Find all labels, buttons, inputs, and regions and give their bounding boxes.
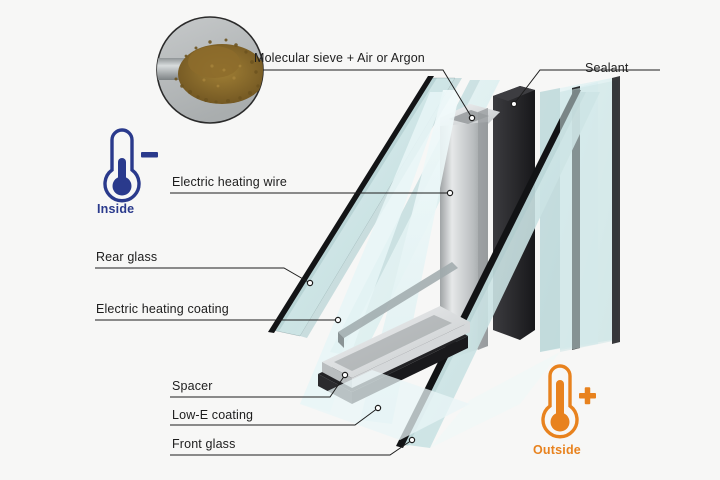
label-low-e-coating: Low-E coating (172, 408, 254, 422)
leader-sealant (513, 69, 660, 105)
label-electric-heating-wire: Electric heating wire (172, 175, 288, 189)
glass-shadow-sheet (300, 370, 470, 440)
minus-sign-icon (141, 152, 158, 158)
glass-shadow-sheet-2 (430, 352, 560, 448)
label-sealant: Sealant (585, 61, 629, 75)
label-rear-glass: Rear glass (96, 250, 158, 264)
leader-front-glass (170, 439, 413, 456)
label-electric-heating-coating: Electric heating coating (96, 302, 229, 316)
glass-assembly (268, 76, 620, 448)
molecular-sieve-inset (156, 16, 264, 124)
thermometer-inside-caption: Inside (97, 202, 135, 216)
label-spacer: Spacer (172, 379, 213, 393)
spacer-bar-bottom (318, 306, 470, 404)
thermometer-outside-caption: Outside (533, 443, 581, 457)
leader-low-e-coating (170, 407, 379, 426)
outer-pane-far-right (560, 76, 620, 352)
leader-molecular-sieve (263, 69, 473, 119)
thermometer-inside (103, 128, 158, 203)
plus-sign-icon (579, 387, 596, 405)
leader-lines (95, 69, 660, 456)
leader-spacer (170, 374, 346, 398)
label-front-glass: Front glass (172, 437, 236, 451)
thermometer-outside (541, 364, 596, 439)
coating-edge-strip (338, 262, 458, 348)
label-molecular-sieve: Molecular sieve + Air or Argon (254, 51, 425, 65)
leader-rear-glass (95, 267, 311, 284)
